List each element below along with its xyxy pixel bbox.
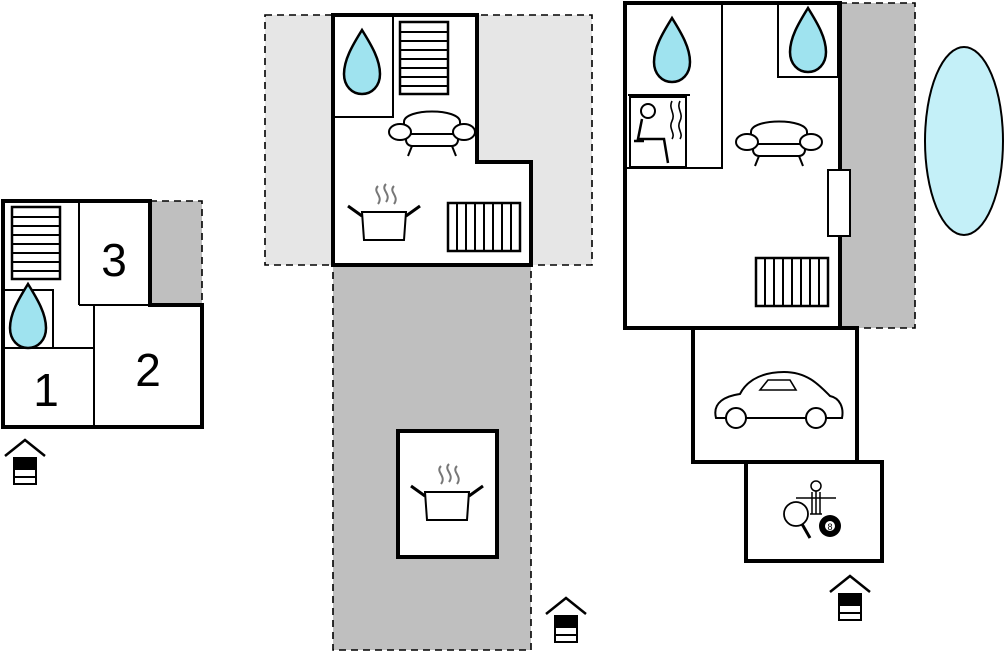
radiator-icon [754,256,830,308]
pool-icon [924,46,1004,236]
building-right: 8 [623,1,1004,622]
stairs-icon [398,20,450,96]
radiator-icon [446,201,522,253]
entrance-icon [3,438,47,486]
entrance-icon [544,596,588,644]
car-garage-icon [714,370,844,429]
stairs-icon [10,205,62,281]
building-middle [264,13,593,651]
terrace-left [149,200,203,305]
entrance-icon [828,574,872,622]
terrace-right [839,2,916,329]
room-label-1: 1 [33,364,59,416]
sauna-icon [629,96,687,168]
building-left: 3 2 1 [1,199,204,486]
svg-text:8: 8 [827,522,832,532]
games-icon: 8 [783,480,841,539]
room-label-3: 3 [101,234,127,286]
room-label-2: 2 [135,344,161,396]
